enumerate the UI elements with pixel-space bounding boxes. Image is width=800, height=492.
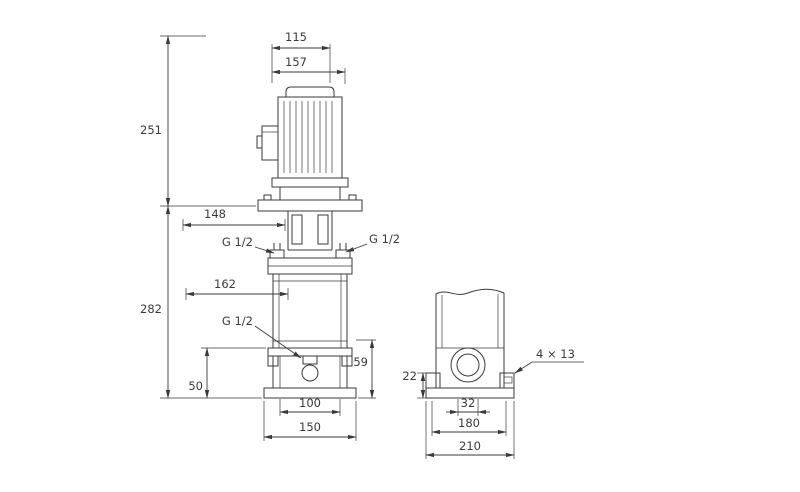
- dim-282-label: 282: [140, 302, 162, 316]
- dim-162: 162: [185, 277, 289, 300]
- motor-stool: [257, 194, 363, 251]
- dim-g12-drain-label: G 1/2: [222, 314, 253, 328]
- side-view: [425, 288, 515, 399]
- dim-251: 251: [140, 35, 256, 207]
- pump-head: [267, 243, 353, 275]
- dim-32: 32: [446, 396, 490, 416]
- dim-g12-right: G 1/2: [345, 232, 400, 253]
- dim-157: 157: [271, 55, 346, 84]
- dim-g12-left: G 1/2: [222, 235, 275, 254]
- dim-g12-left-label: G 1/2: [222, 235, 253, 249]
- motor: [256, 86, 349, 201]
- dim-bolt-holes: 4 × 13: [514, 347, 584, 374]
- dim-180-label: 180: [458, 416, 480, 430]
- dim-22-label: 22: [402, 369, 417, 383]
- base-plate-side: [425, 387, 515, 399]
- dim-50: 50: [188, 347, 266, 399]
- dim-150-label: 150: [299, 420, 321, 434]
- dim-100: 100: [279, 396, 341, 416]
- dim-210-label: 210: [459, 439, 481, 453]
- dim-210: 210: [425, 401, 515, 459]
- dim-150: 150: [263, 401, 357, 441]
- dimensions-side: 22 32 180 210 4 × 13: [402, 347, 584, 459]
- dim-180: 180: [431, 401, 507, 436]
- dim-282: 282: [140, 205, 262, 399]
- dim-115-label: 115: [285, 30, 307, 44]
- dim-59: 59: [353, 339, 376, 399]
- bolt-hole-slot: [503, 376, 513, 384]
- dim-148: 148: [182, 207, 286, 231]
- break-line: [435, 288, 505, 295]
- drain-plug-boss: [302, 355, 318, 365]
- dim-115: 115: [271, 30, 331, 83]
- dim-59-label: 59: [353, 355, 368, 369]
- dim-162-label: 162: [214, 277, 236, 291]
- dim-g12-right-label: G 1/2: [369, 232, 400, 246]
- dim-148-label: 148: [204, 207, 226, 221]
- mounting-lug-left: [425, 372, 441, 389]
- dim-g12-drain: G 1/2: [222, 314, 302, 359]
- port-outer-circle: [450, 347, 486, 383]
- dim-100-label: 100: [299, 396, 321, 410]
- dim-251-label: 251: [140, 123, 162, 137]
- pump-base: [263, 347, 357, 399]
- chamber-stack: [272, 273, 348, 349]
- drain-plug: [301, 364, 319, 382]
- dim-bolt-holes-label: 4 × 13: [536, 347, 575, 361]
- port-inner-circle: [456, 353, 480, 377]
- dim-32-label: 32: [461, 396, 476, 410]
- terminal-box: [256, 125, 279, 161]
- dimensions-front: 115 157 251 282 148 162: [140, 30, 400, 441]
- dim-157-label: 157: [285, 55, 307, 69]
- dim-22: 22: [402, 369, 428, 399]
- front-view: [256, 86, 363, 399]
- dim-50-label: 50: [188, 379, 203, 393]
- base-plate-front: [263, 387, 357, 399]
